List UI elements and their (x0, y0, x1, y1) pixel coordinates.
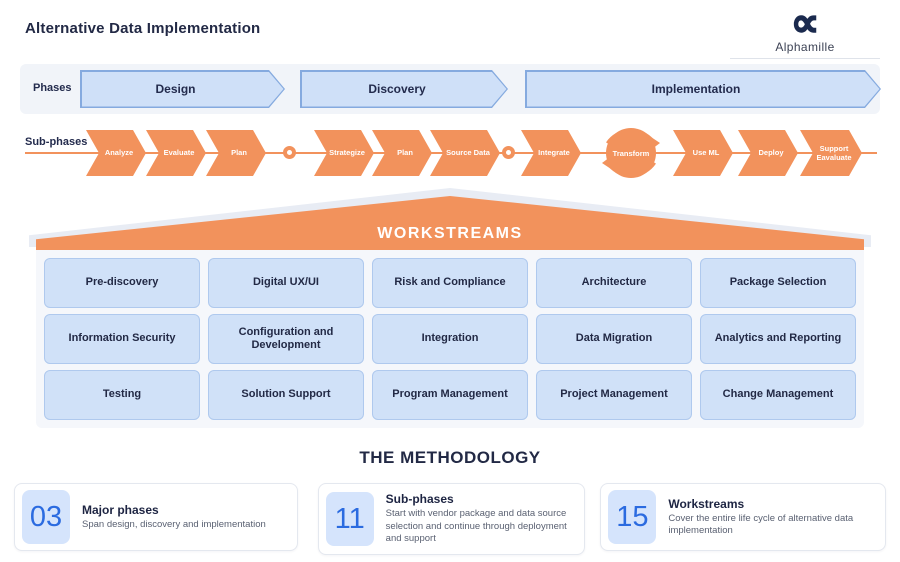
alpha-logo-icon: ∝ (790, 1, 820, 45)
workstream-box: Project Management (536, 370, 692, 420)
cycle-arrows-icon (602, 128, 660, 178)
card-number-badge: 03 (22, 490, 70, 544)
card-description: Span design, discovery and implementatio… (82, 518, 266, 530)
phase-arrow-implementation: Implementation (525, 70, 881, 108)
card-title: Sub-phases (385, 492, 454, 507)
timeline-connector-dot (502, 146, 515, 159)
phase-arrow-label: Discovery (302, 72, 507, 107)
card-title: Major phases (82, 502, 159, 517)
subphases-row: Sub-phases Analyze Evaluate Plan Strateg… (0, 128, 900, 180)
workstream-box: Information Security (44, 314, 200, 364)
methodology-card-workstreams: 15 Workstreams Cover the entire life cyc… (600, 483, 886, 551)
page-title: Alternative Data Implementation (25, 20, 261, 37)
phase-arrow-discovery: Discovery (300, 70, 508, 108)
workstream-box: Data Migration (536, 314, 692, 364)
workstream-box: Pre-discovery (44, 258, 200, 308)
brand-name: Alphamille (775, 40, 835, 54)
workstream-box: Risk and Compliance (372, 258, 528, 308)
card-body: Sub-phases Start with vendor package and… (386, 492, 575, 545)
card-number-badge: 15 (608, 490, 657, 544)
subphase-cycle-transform: Transform (600, 122, 662, 184)
phases-band: Phases Design Discovery Implementation (20, 64, 880, 114)
card-number-badge: 11 (325, 492, 374, 546)
phase-arrow-label: Design (82, 72, 284, 107)
workstream-box: Configuration and Development (208, 314, 364, 364)
phases-label: Phases (33, 82, 72, 94)
subphase-cycle-label: Transform (612, 148, 650, 158)
workstream-box: Integration (372, 314, 528, 364)
methodology-card-sub-phases: 11 Sub-phases Start with vendor package … (317, 483, 586, 555)
methodology-cards: 03 Major phases Span design, discovery a… (14, 483, 886, 555)
workstream-box: Package Selection (700, 258, 856, 308)
phase-arrow-label: Implementation (527, 72, 880, 107)
workstream-box: Testing (44, 370, 200, 420)
phase-arrow-design: Design (80, 70, 285, 108)
subphases-label: Sub-phases (25, 136, 88, 148)
card-body: Workstreams Cover the entire life cycle … (668, 497, 875, 538)
methodology-heading: THE METHODOLOGY (359, 448, 541, 467)
card-title: Workstreams (668, 496, 745, 511)
methodology-card-major-phases: 03 Major phases Span design, discovery a… (14, 483, 298, 551)
workstreams-grid: Pre-discovery Digital UX/UI Risk and Com… (44, 258, 856, 420)
card-description: Cover the entire life cycle of alternati… (668, 512, 854, 536)
card-description: Start with vendor package and data sourc… (385, 508, 567, 545)
workstream-box: Architecture (536, 258, 692, 308)
timeline-connector-dot (283, 146, 296, 159)
brand-logo: ∝ Alphamille (730, 1, 880, 59)
workstream-box: Program Management (372, 370, 528, 420)
workstream-box: Solution Support (208, 370, 364, 420)
workstream-box: Analytics and Reporting (700, 314, 856, 364)
card-body: Major phases Span design, discovery and … (82, 503, 287, 531)
workstream-box: Change Management (700, 370, 856, 420)
workstreams-banner: WORKSTREAMS (29, 188, 871, 250)
workstream-box: Digital UX/UI (208, 258, 364, 308)
